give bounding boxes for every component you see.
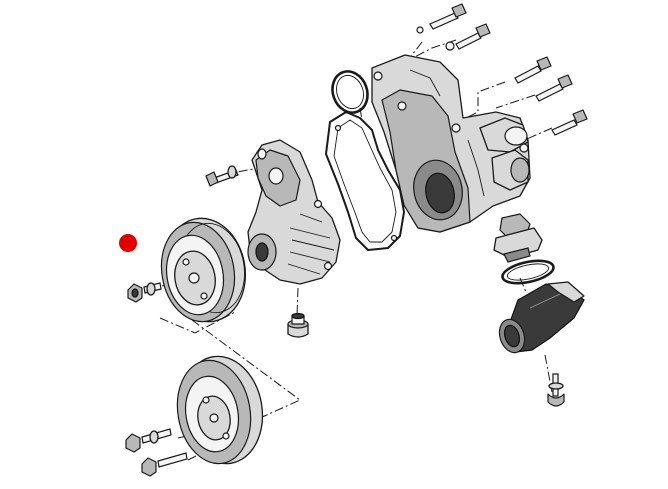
plug <box>287 312 309 338</box>
bolt-pulley-left <box>127 282 162 303</box>
bolt-right-1 <box>514 56 552 84</box>
o-ring <box>331 70 369 114</box>
pump-housing <box>371 54 531 233</box>
bolt-lower-2 <box>141 452 188 477</box>
gasket <box>325 111 405 251</box>
pulley-upper <box>160 217 247 323</box>
bolt-pump-left <box>205 165 239 187</box>
bolt-right-3 <box>551 109 588 136</box>
pulley-lower <box>176 355 264 465</box>
bolt-right-2 <box>535 74 573 102</box>
bolt-lower-1 <box>125 428 172 453</box>
screw-bottom-right <box>547 373 565 407</box>
thermostat <box>493 213 543 263</box>
coolant-elbow <box>498 281 585 354</box>
bolt-top-2 <box>445 23 491 51</box>
water-pump <box>247 139 341 285</box>
seal-ring <box>501 259 555 285</box>
red-dot-marker <box>119 234 137 252</box>
bolt-top-1 <box>416 3 467 34</box>
